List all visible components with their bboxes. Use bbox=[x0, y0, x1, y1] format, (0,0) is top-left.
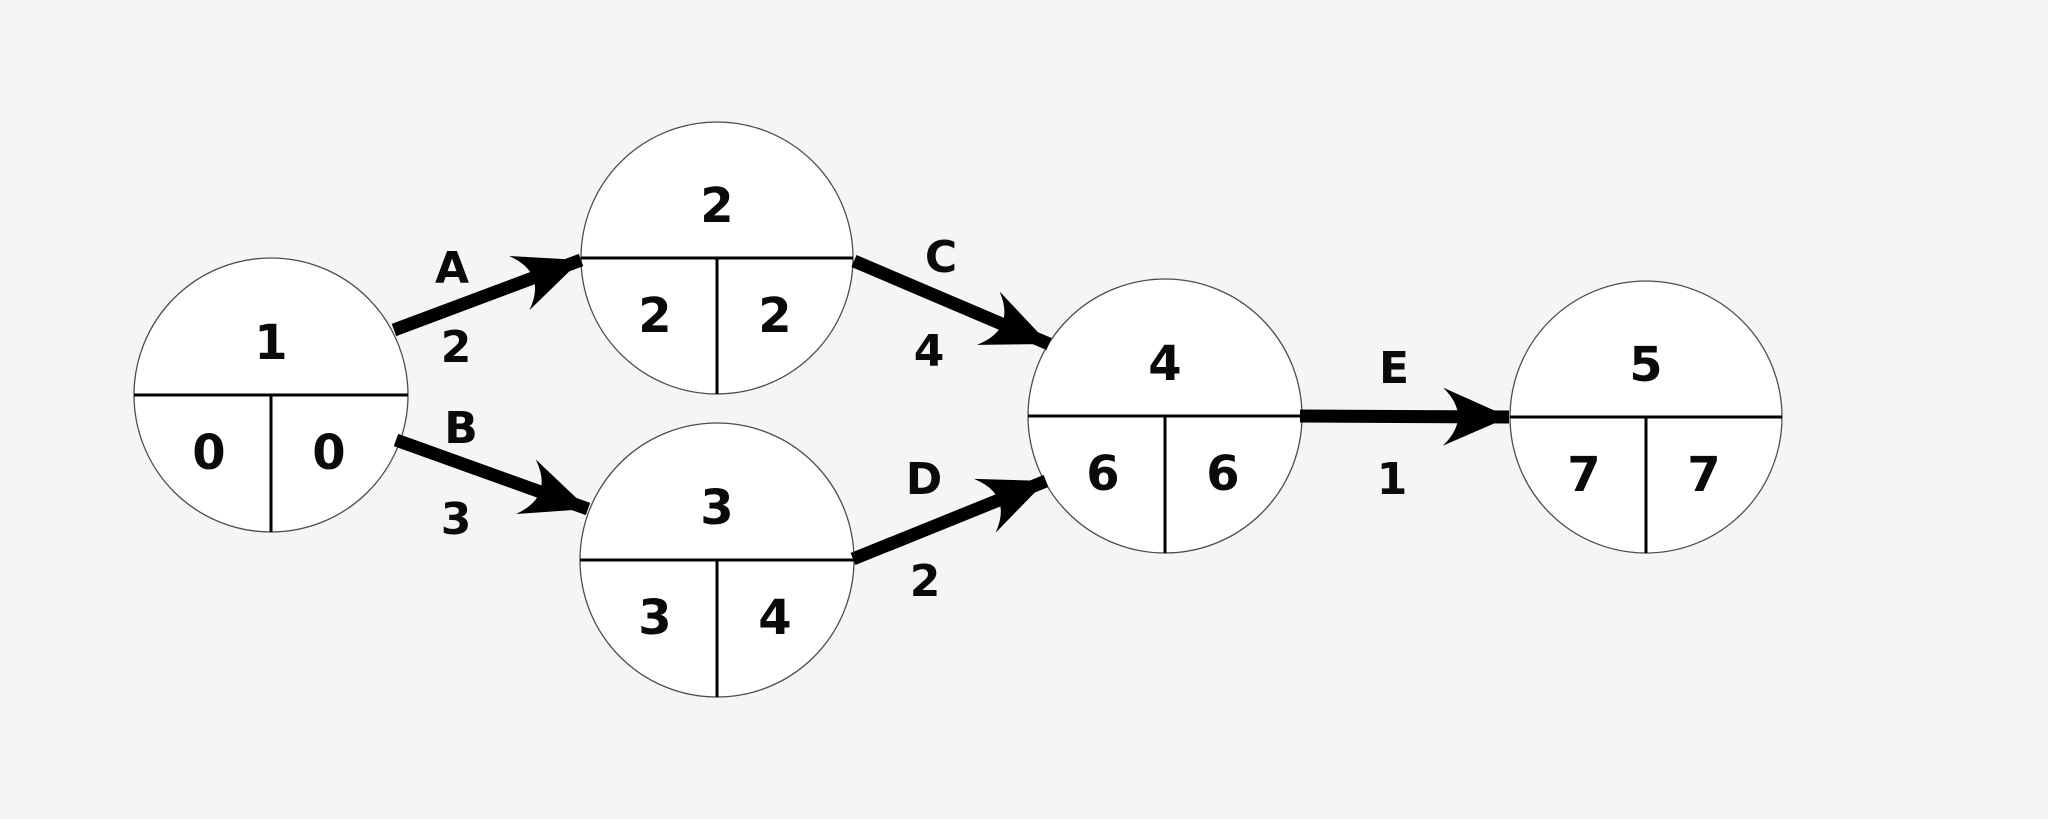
activity-C: C 4 bbox=[851, 232, 1052, 377]
activity-B-duration: 3 bbox=[441, 494, 472, 545]
activity-C-duration: 4 bbox=[914, 326, 945, 377]
arrow-C bbox=[851, 255, 1052, 350]
node-3-early-time: 3 bbox=[638, 590, 671, 646]
activity-A: A 2 bbox=[391, 243, 584, 373]
arrow-E bbox=[1299, 387, 1510, 446]
activity-D-label: D bbox=[906, 454, 943, 505]
node-4-early-time: 6 bbox=[1086, 446, 1119, 502]
node-5-event-number: 5 bbox=[1629, 337, 1662, 393]
activity-B-label: B bbox=[444, 403, 478, 454]
node-4-late-time: 6 bbox=[1206, 446, 1239, 502]
activity-E-label: E bbox=[1379, 343, 1409, 394]
node-2-event-number: 2 bbox=[700, 178, 733, 234]
activity-D-duration: 2 bbox=[910, 556, 941, 607]
activity-D: D 2 bbox=[850, 454, 1049, 607]
node-2-late-time: 2 bbox=[758, 288, 791, 344]
node-2-early-time: 2 bbox=[638, 288, 671, 344]
node-3-late-time: 4 bbox=[758, 590, 791, 646]
node-3: 3 3 4 bbox=[579, 422, 855, 698]
node-1-late-time: 0 bbox=[312, 425, 345, 481]
activity-C-label: C bbox=[925, 232, 957, 283]
node-4-event-number: 4 bbox=[1148, 336, 1181, 392]
node-1-early-time: 0 bbox=[192, 425, 225, 481]
arrow-A bbox=[391, 253, 584, 337]
node-1: 1 0 0 bbox=[133, 257, 409, 533]
node-1-event-number: 1 bbox=[254, 315, 287, 371]
arrow-B bbox=[393, 433, 591, 516]
activity-E: E 1 bbox=[1299, 343, 1510, 505]
activity-A-label: A bbox=[435, 243, 469, 294]
activity-B: B 3 bbox=[393, 403, 591, 545]
node-5-late-time: 7 bbox=[1687, 447, 1720, 503]
activity-A-duration: 2 bbox=[441, 322, 472, 373]
node-5-early-time: 7 bbox=[1567, 447, 1600, 503]
node-3-event-number: 3 bbox=[700, 480, 733, 536]
node-4: 4 6 6 bbox=[1027, 278, 1303, 554]
activity-E-duration: 1 bbox=[1377, 454, 1408, 505]
node-2: 2 2 2 bbox=[580, 121, 854, 395]
node-5: 5 7 7 bbox=[1509, 280, 1783, 554]
arrow-D bbox=[850, 474, 1049, 566]
